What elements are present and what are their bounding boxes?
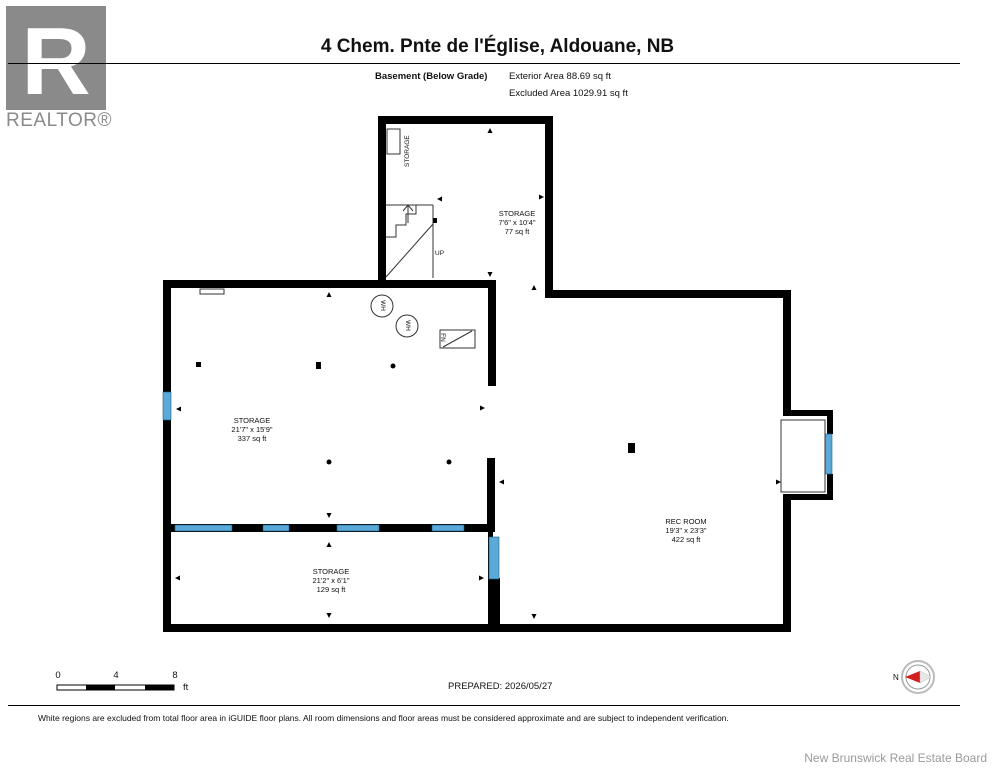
wall	[163, 524, 495, 532]
baseboard-heater	[199, 288, 225, 295]
wall	[783, 494, 791, 632]
dim-marker	[326, 542, 332, 547]
dim-marker	[539, 194, 544, 200]
stairs-arrow	[402, 204, 414, 223]
column	[316, 362, 321, 369]
board-credit: New Brunswick Real Estate Board	[804, 751, 987, 765]
window	[336, 524, 380, 532]
bay-alcove	[780, 419, 826, 493]
furnace	[439, 329, 476, 349]
wall	[163, 280, 496, 288]
room-name: STORAGE	[233, 416, 271, 425]
wall	[488, 624, 791, 632]
compass-north-label: N	[893, 673, 899, 682]
level-name: Basement (Below Grade)	[375, 71, 488, 82]
dim-marker	[480, 405, 485, 411]
wall	[783, 494, 833, 500]
room-name: REC ROOM	[665, 517, 707, 526]
room-name: STORAGE	[498, 209, 536, 218]
wall	[783, 290, 791, 414]
scale-tick-4: 4	[113, 670, 119, 681]
wall	[163, 280, 171, 632]
wall	[545, 290, 791, 298]
dim-marker	[776, 479, 781, 485]
room-dims: 19'3" x 23'3"	[665, 526, 707, 535]
svg-text:R: R	[21, 8, 90, 110]
dim-marker	[487, 128, 493, 133]
stairs-up-label: UP	[435, 250, 445, 257]
window	[431, 524, 465, 532]
scale-bar	[56, 684, 175, 691]
water-heater-1-label: WH	[378, 300, 386, 311]
room-label-storage-upper: STORAGE 7'6" x 10'4" 77 sq ft	[499, 209, 536, 236]
window	[162, 391, 172, 421]
footer-divider	[8, 705, 960, 706]
dim-marker	[326, 292, 332, 297]
furnace-label: FN	[438, 333, 446, 342]
window	[488, 536, 500, 580]
scale-tick-8: 8	[172, 670, 178, 681]
water-heater-2	[395, 314, 419, 338]
excluded-area: Excluded Area 1029.91 sq ft	[509, 88, 628, 99]
dim-marker	[487, 272, 493, 277]
room-label-storage-large: STORAGE 21'7" x 15'9" 337 sq ft	[231, 416, 272, 443]
header-divider	[8, 63, 960, 64]
column	[390, 363, 396, 369]
wall	[545, 116, 553, 298]
wall	[827, 410, 833, 434]
room-label-rec-room: REC ROOM 19'3" x 23'3" 422 sq ft	[665, 517, 706, 544]
wall	[378, 116, 386, 284]
stairs	[385, 204, 434, 278]
room-area: 337 sq ft	[237, 434, 267, 443]
column	[446, 459, 452, 465]
wall	[378, 116, 553, 124]
wall	[488, 578, 500, 632]
scale-tick-0: 0	[55, 670, 61, 681]
dim-marker	[437, 196, 442, 202]
stair-post	[433, 218, 437, 223]
dim-marker	[531, 614, 537, 619]
water-heater-1	[370, 294, 394, 318]
column	[628, 443, 635, 453]
room-area: 129 sq ft	[316, 585, 346, 594]
realtor-logo: R	[6, 6, 106, 115]
window	[174, 524, 233, 532]
column	[326, 459, 332, 465]
closet-shelf	[386, 128, 401, 155]
dim-marker	[326, 513, 332, 518]
room-name: STORAGE	[312, 567, 350, 576]
dim-marker	[479, 575, 484, 581]
room-area: 77 sq ft	[504, 227, 530, 236]
north-compass	[901, 660, 935, 694]
wall	[827, 474, 833, 500]
realtor-wordmark: REALTOR®	[6, 110, 112, 131]
wall	[783, 410, 833, 416]
dim-marker	[499, 479, 504, 485]
disclaimer: White regions are excluded from total fl…	[38, 713, 729, 723]
dim-marker	[531, 285, 537, 290]
furnace-diagonal	[442, 330, 473, 348]
closet-label: STORAGE	[404, 135, 411, 167]
water-heater-2-label: WH	[403, 320, 411, 331]
column	[196, 362, 201, 367]
exterior-area: Exterior Area 88.69 sq ft	[509, 71, 611, 82]
realtor-r-mark: R	[21, 8, 90, 115]
prepared-date: PREPARED: 2026/05/27	[448, 681, 553, 692]
dim-marker	[176, 406, 181, 412]
wall	[488, 280, 496, 386]
room-label-storage-lower: STORAGE 21'2" x 6'1" 129 sq ft	[313, 567, 350, 594]
room-area: 422 sq ft	[671, 535, 701, 544]
room-dims: 21'7" x 15'9"	[231, 425, 273, 434]
room-dims: 21'2" x 6'1"	[312, 576, 350, 585]
wall	[487, 458, 495, 532]
scale-unit: ft	[183, 682, 189, 693]
dim-marker	[326, 613, 332, 618]
dim-marker	[175, 575, 180, 581]
window	[262, 524, 290, 532]
room-dims: 7'6" x 10'4"	[498, 218, 536, 227]
wall	[163, 624, 496, 632]
page-title: 4 Chem. Pnte de l'Église, Aldouane, NB	[320, 36, 675, 57]
